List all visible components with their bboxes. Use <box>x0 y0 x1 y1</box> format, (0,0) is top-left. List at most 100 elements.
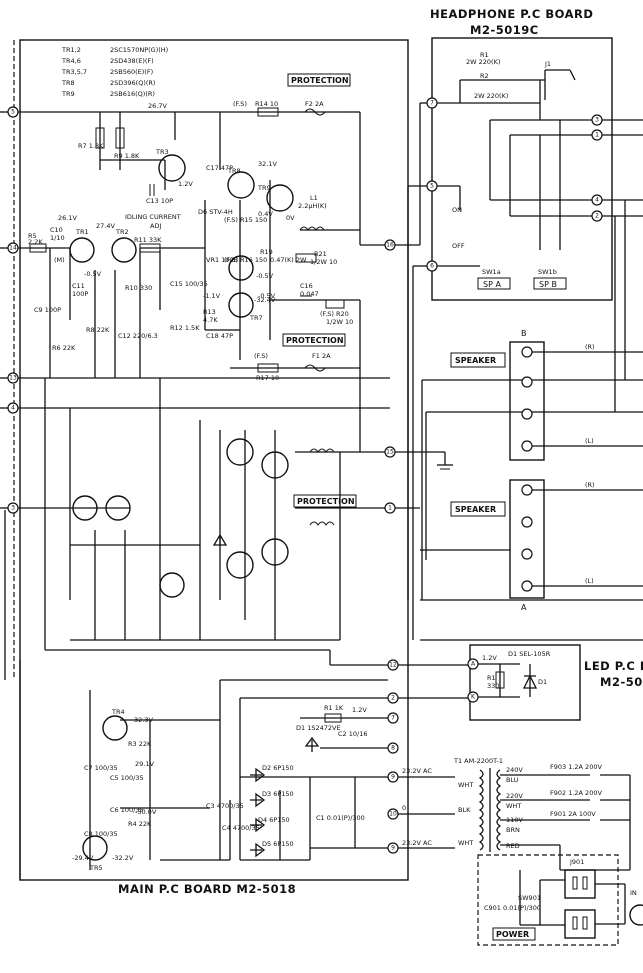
main-board-title: MAIN P.C BOARD M2-5018 <box>118 882 296 896</box>
lower-diode <box>212 533 228 546</box>
protection-box-upper <box>287 73 351 87</box>
in-label: IN <box>630 889 637 897</box>
spk-b-plus-2 <box>521 440 533 452</box>
ac-inlet <box>629 904 643 926</box>
headphone-board-title: HEADPHONE P.C BOARD <box>430 7 593 21</box>
v324-label: -32.4V <box>254 296 276 304</box>
c1-label: C1 0.01(P)/300 <box>316 814 365 822</box>
protection-label-lower: PROTECTION <box>297 497 355 506</box>
power-box <box>492 927 536 941</box>
r3-label: R3 22K <box>128 740 152 748</box>
left-terminals: 5 14 13 4 3 <box>0 106 19 514</box>
sp-b-box <box>533 277 567 290</box>
spk-b-minus-2 <box>521 408 533 420</box>
tr2-label: TR2 <box>115 228 129 236</box>
c3-label: C3 4700/35 <box>206 802 244 810</box>
l1-value: 2.2µH(K) <box>298 202 327 210</box>
r12-label: R12 1.5K <box>170 324 200 332</box>
f901-label: F901 2A 100V <box>550 810 596 818</box>
d5-label: D5 6P150 <box>262 840 294 848</box>
v12c-label: 1.2V <box>352 706 367 714</box>
tr4-symbol <box>102 715 128 741</box>
lower-tr-4 <box>261 451 289 479</box>
v261-label: 26.1V <box>58 214 77 222</box>
on-label: ON <box>452 206 462 214</box>
c5-label: C5 100/35 <box>110 774 144 782</box>
transformer-secondary <box>496 769 502 851</box>
v232a-label: 23.2V AC <box>402 767 432 775</box>
c13-label: C13 10P <box>146 197 173 205</box>
d2-diode <box>250 767 266 783</box>
lower-tr-7 <box>159 572 185 598</box>
vr1-label: VR1 100B <box>206 256 238 264</box>
ac-outlet-lower <box>564 909 596 939</box>
tr4-label: TR4 <box>111 708 125 716</box>
brn-label: BRN <box>506 826 520 834</box>
c7-label: C7 100/35 <box>84 764 118 772</box>
v12-label: 1.2V <box>178 180 193 188</box>
c6-label: C6 100/35 <box>110 806 144 814</box>
terminal-label: 5 <box>11 109 15 116</box>
terminal-label: 1 <box>595 132 599 139</box>
r19-value: 0.47(K) 2W <box>270 256 307 264</box>
c4-label: C4 4700/35 <box>222 824 260 832</box>
headphone-board-outline <box>431 37 613 301</box>
right-terminals: 16 15 1 12 2 7 8 9 10 9 <box>384 239 399 854</box>
terminal-label: 2 <box>595 213 599 220</box>
sw1b-label: SW1b <box>538 268 557 276</box>
terminal-label: 1 <box>388 505 392 512</box>
j1-label: J1 <box>544 60 551 68</box>
led-board-title: LED P.C B <box>584 659 643 673</box>
r11-label: R11 33K <box>134 236 162 244</box>
r15-label: (F.S) R15 150 <box>224 216 267 224</box>
red-label: RED <box>506 842 520 850</box>
v323-label: 32.3V <box>134 716 153 724</box>
f1-label: F1 2A <box>312 352 331 360</box>
speaker-terminal-block-b <box>509 341 545 461</box>
r6-label: R6 22K <box>52 344 76 352</box>
spk-a-plus-2 <box>521 580 533 592</box>
terminal-label: 12 <box>389 662 397 669</box>
c15-label: C15 100/35 <box>170 280 208 288</box>
r21-value: 1/2W 10 <box>310 258 337 266</box>
component-annotations: R1 2W 220(K) R2 2W 220(K) J1 ON OFF SW1a… <box>28 51 637 912</box>
v291-label: 29.1V <box>135 760 154 768</box>
cross-board-wires <box>4 102 643 699</box>
r20-resistor <box>325 299 345 309</box>
r7-label: R7 1.8K <box>78 142 104 150</box>
lower-amp-wiring <box>44 378 453 666</box>
power-section-outline <box>477 854 619 946</box>
r14-label: R14 10 <box>255 100 278 108</box>
led-r1-label: R1 <box>487 674 496 682</box>
transistor-part: 2SB616(Q)(R) <box>110 90 155 98</box>
spk-l2-label: (L) <box>585 577 594 585</box>
spk-a-minus-2 <box>521 548 533 560</box>
spk-l1-label: (L) <box>585 437 594 445</box>
protection-label-upper: PROTECTION <box>291 76 349 85</box>
speaker-terminal-block-a <box>509 479 545 599</box>
headphone-board-part: M2-5019C <box>470 23 539 37</box>
transistor-ref: TR3,5,7 <box>61 68 87 76</box>
f1-fuse <box>304 364 326 372</box>
terminal-label: 16 <box>386 242 394 249</box>
terminal-label: 7 <box>391 715 395 722</box>
d4-label: D4 6P150 <box>258 816 290 824</box>
power-label: POWER <box>496 930 529 939</box>
headphone-board-inner <box>437 69 643 412</box>
tr2-symbol <box>111 237 137 263</box>
led-resistor <box>495 671 505 689</box>
r7-resistor <box>95 127 105 149</box>
terminal-label: 6 <box>430 263 434 270</box>
tr8-label: TR8 <box>227 167 241 175</box>
c16-value: 0.047 <box>300 290 319 298</box>
led-board-part: M2-50 <box>600 675 643 689</box>
transistor-part: 2SC1570NP(G)(H) <box>110 46 168 54</box>
lower-tr-5 <box>261 538 289 566</box>
r1-value: 2W 220(K) <box>466 58 500 66</box>
speaker-block-b <box>509 341 643 461</box>
terminal-label: 5 <box>430 183 434 190</box>
transistor-ref: TR4,6 <box>61 57 81 65</box>
lower-tr-3 <box>226 438 254 466</box>
transistors <box>69 154 294 861</box>
tr1-label: TR1 <box>75 228 89 236</box>
